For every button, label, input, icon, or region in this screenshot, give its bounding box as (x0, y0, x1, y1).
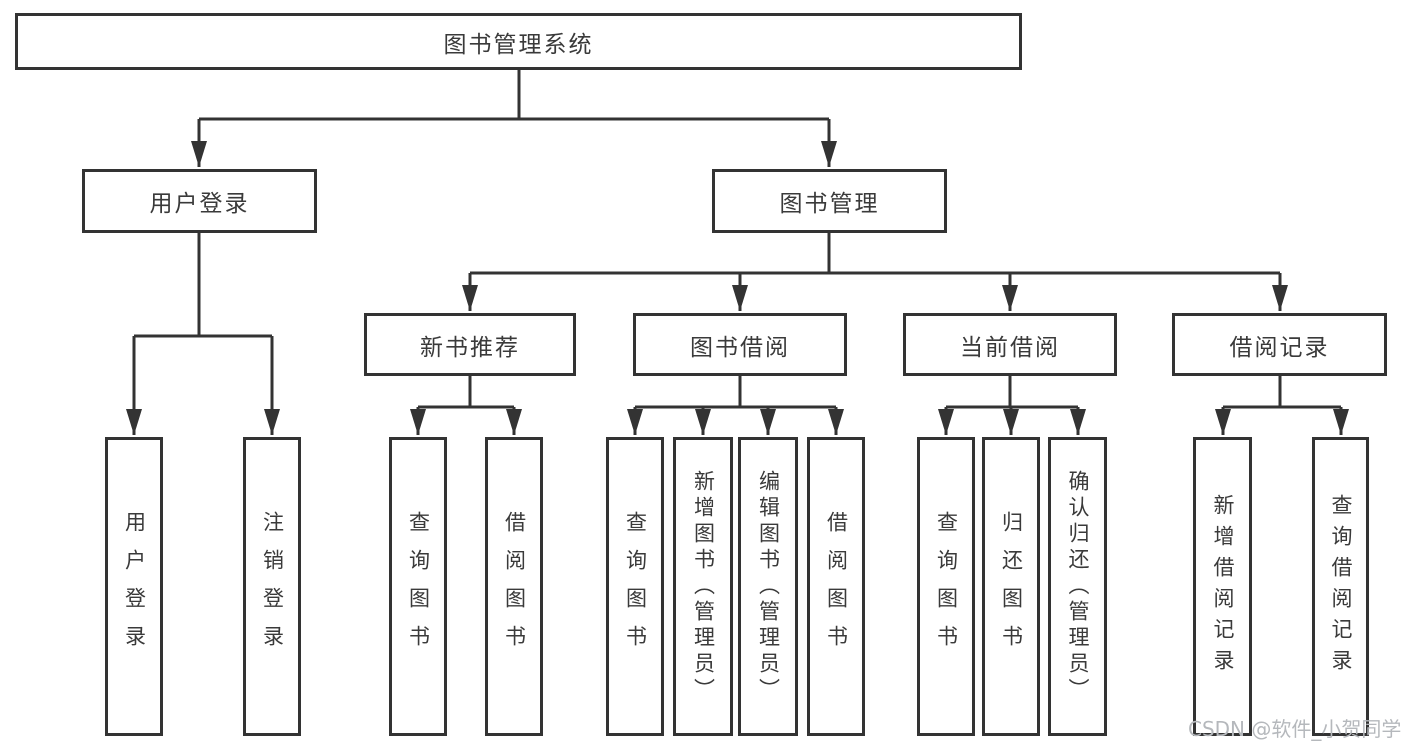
leaf-edit-books-admin: 编辑图书（管理员） (738, 437, 798, 736)
connector-current-borrow (938, 376, 1086, 435)
leaf-confirm-return-admin: 确认归还（管理员） (1048, 437, 1107, 736)
leaf-label: 确认归还（管理员） (1066, 469, 1090, 704)
node-root: 图书管理系统 (15, 13, 1022, 70)
leaf-label: 借阅图书 (502, 510, 527, 663)
leaf-user-login: 用户登录 (105, 437, 163, 736)
leaf-add-books-admin: 新增图书（管理员） (673, 437, 733, 736)
leaf-label: 查询图书 (406, 510, 431, 663)
connector-book-borrow (627, 376, 844, 435)
leaf-label: 借阅图书 (824, 510, 849, 663)
leaf-label: 编辑图书（管理员） (756, 469, 781, 704)
leaf-borrow-books-1: 借阅图书 (485, 437, 543, 736)
watermark-text: CSDN @软件_小贺同学 (1188, 717, 1402, 741)
node-borrow-records: 借阅记录 (1172, 313, 1387, 376)
leaf-label: 新增借阅记录 (1211, 493, 1235, 680)
node-new-books: 新书推荐 (364, 313, 576, 376)
leaf-return-books: 归还图书 (982, 437, 1040, 736)
leaf-query-books-2: 查询图书 (606, 437, 664, 736)
leaf-label: 用户登录 (122, 510, 147, 663)
leaf-label: 归还图书 (999, 510, 1024, 663)
leaf-label: 查询图书 (934, 510, 959, 663)
node-book-borrow: 图书借阅 (633, 313, 847, 376)
node-current-borrow: 当前借阅 (903, 313, 1117, 376)
leaf-label: 注销登录 (260, 510, 285, 663)
node-book-mgmt: 图书管理 (712, 169, 947, 233)
leaf-label: 新增图书（管理员） (691, 469, 716, 704)
leaf-logout: 注销登录 (243, 437, 301, 736)
leaf-add-borrow-record: 新增借阅记录 (1193, 437, 1252, 736)
leaf-query-books-1: 查询图书 (389, 437, 447, 736)
leaf-query-books-3: 查询图书 (917, 437, 975, 736)
leaf-borrow-books-2: 借阅图书 (807, 437, 865, 736)
connector-root (191, 69, 837, 167)
leaf-label: 查询图书 (623, 510, 648, 663)
node-user-login: 用户登录 (82, 169, 317, 233)
leaf-label: 查询借阅记录 (1329, 493, 1353, 680)
connector-borrow-records (1215, 376, 1349, 435)
connector-user-login (126, 233, 280, 435)
connector-book-mgmt (462, 233, 1288, 311)
leaf-query-borrow-record: 查询借阅记录 (1312, 437, 1369, 736)
connector-new-books (410, 376, 522, 435)
